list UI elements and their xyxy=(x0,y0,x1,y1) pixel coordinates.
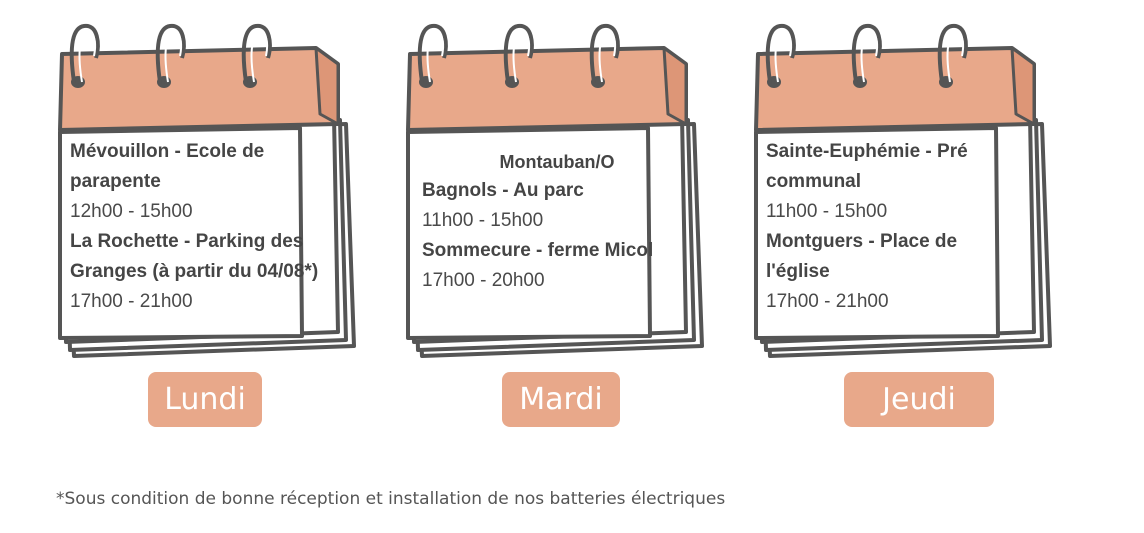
calendar-lundi: Mévouillon - Ecole de parapente 12h00 - … xyxy=(4,14,356,364)
calendar-content: Montauban/O Bagnols - Au parc 11h00 - 15… xyxy=(422,148,692,296)
calendar-jeudi: Sainte-Euphémie - Pré communal 11h00 - 1… xyxy=(700,14,1052,364)
location-name: Mévouillon - Ecole de parapente xyxy=(70,141,265,192)
time-range: 12h00 - 15h00 xyxy=(70,201,193,222)
location-name: Sommecure - ferme Micol xyxy=(422,240,654,261)
footnote: *Sous condition de bonne réception et in… xyxy=(56,489,726,509)
time-range: 11h00 - 15h00 xyxy=(422,210,544,231)
calendar-mardi: Montauban/O Bagnols - Au parc 11h00 - 15… xyxy=(352,14,704,364)
time-range: 17h00 - 21h00 xyxy=(766,291,889,312)
calendar-heading: Montauban/O xyxy=(499,152,615,172)
location-name: Montguers - Place de l'église xyxy=(766,231,958,282)
day-badge-lundi: Lundi xyxy=(148,372,262,427)
day-badge-jeudi: Jeudi xyxy=(844,372,994,427)
time-range: 11h00 - 15h00 xyxy=(766,201,888,222)
location-name: Sainte-Euphémie - Pré communal xyxy=(766,141,968,192)
calendar-content: Mévouillon - Ecole de parapente 12h00 - … xyxy=(70,137,370,317)
location-name: Bagnols - Au parc xyxy=(422,180,584,201)
time-range: 17h00 - 21h00 xyxy=(70,291,193,312)
location-name: La Rochette - Parking des Granges (à par… xyxy=(70,231,319,282)
time-range: 17h00 - 20h00 xyxy=(422,270,545,291)
calendar-content: Sainte-Euphémie - Pré communal 11h00 - 1… xyxy=(766,137,1006,317)
day-badge-mardi: Mardi xyxy=(502,372,620,427)
